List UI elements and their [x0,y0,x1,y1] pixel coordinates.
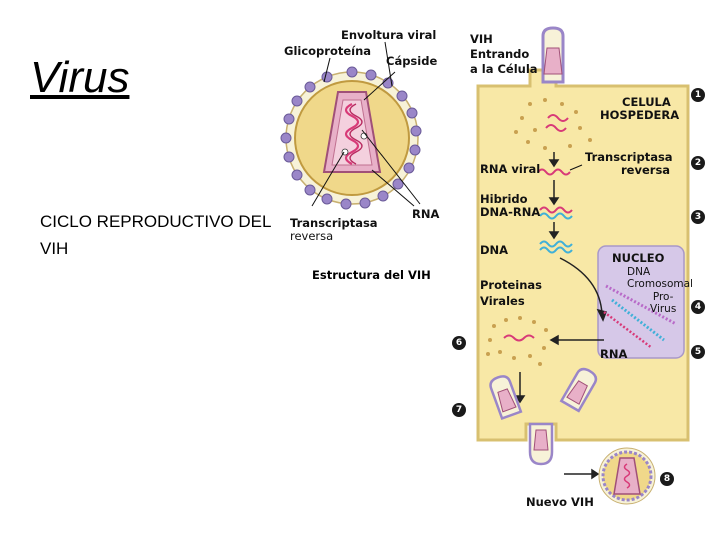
label-trans-line2: reversa [621,163,671,177]
label-proteinas-virales: Proteinas Virales [480,277,542,309]
structure-leader-lines [311,41,421,207]
hiv-virion [280,66,422,210]
step-marker-6: 6 [452,336,466,350]
viral-rna-strand [537,168,571,176]
structure-caption: Estructura del VIH [312,268,431,282]
label-proteinas-line2: Virales [480,294,525,308]
label-vih-entrando-line3: a la Célula [470,62,538,76]
label-rna-nucleo: RNA [600,347,628,361]
step-marker-5: 5 [691,345,705,359]
label-hibrido: Hibrido DNA-RNA [480,193,540,219]
step-marker-2: 2 [691,156,705,170]
subtitle-line-2: VIH [40,239,69,258]
process-arrows [514,152,607,480]
label-dna: DNA [480,243,509,257]
host-cell [476,68,690,442]
label-hibrido-line1: Hibrido [480,192,528,206]
label-transcriptasa-line2: reversa [290,229,334,243]
virus-entering [541,26,565,84]
label-provirus: Pro- Virus [650,291,676,315]
step-marker-7: 7 [452,403,466,417]
label-dna-cromosomal-line2: Cromosomal [627,278,693,290]
chromosomal-dna [603,284,677,349]
step-marker-1: 1 [691,88,705,102]
label-transcriptasa-line1: Transcriptasa [290,216,378,230]
label-rna-viral: RNA viral [480,162,541,176]
label-trans-line1: Transcriptasa [585,150,673,164]
subtitle-line-1: CICLO REPRODUCTIVO DEL [40,212,272,231]
label-proteinas-line1: Proteinas [480,278,543,292]
uncoating-particles [514,98,592,150]
viral-dna-strand [539,240,573,248]
hybrid-dna-strand [539,212,573,220]
label-celula-hospedera: CELULA HOSPEDERA [600,96,679,122]
label-nucleo: NUCLEO [612,251,665,265]
label-provirus-line1: Pro- [652,291,674,303]
label-dna-cromosomal-line1: DNA [627,266,651,278]
label-dna-cromosomal: DNA Cromosomal [627,266,693,290]
label-envoltura: Envoltura viral [341,28,437,42]
label-vih-entrando-line2: Entrando [470,47,530,61]
budding-virions [489,367,598,466]
label-provirus-line2: Virus [650,303,677,315]
hybrid-rna-strand [539,206,573,214]
glycoprotein-knobs [280,66,422,210]
uncoated-rna [547,114,569,122]
slide-subtitle: CICLO REPRODUCTIVO DEL VIH [40,208,290,262]
label-hibrido-line2: DNA-RNA [480,205,541,219]
label-glicoproteina: Glicoproteína [284,44,372,58]
step-marker-3: 3 [691,210,705,224]
label-transcriptasa-reversa: Transcriptasa reversa [585,151,673,177]
label-transcriptasa: Transcriptasa reversa [290,217,378,243]
step-marker-8: 8 [660,472,674,486]
label-celula-line2: HOSPEDERA [600,108,680,122]
step-marker-4: 4 [691,300,705,314]
label-capside: Cápside [386,54,438,68]
label-vih-entrando: VIH Entrando a la Célula [470,32,538,77]
viral-proteins-cluster [486,316,548,366]
slide-title: Virus [30,53,130,102]
label-rna: RNA [412,207,440,221]
label-celula-line1: CELULA [622,95,671,109]
new-hiv-virion [598,447,656,505]
label-nuevo-vih: Nuevo VIH [526,495,594,509]
label-vih-entrando-line1: VIH [470,32,493,46]
